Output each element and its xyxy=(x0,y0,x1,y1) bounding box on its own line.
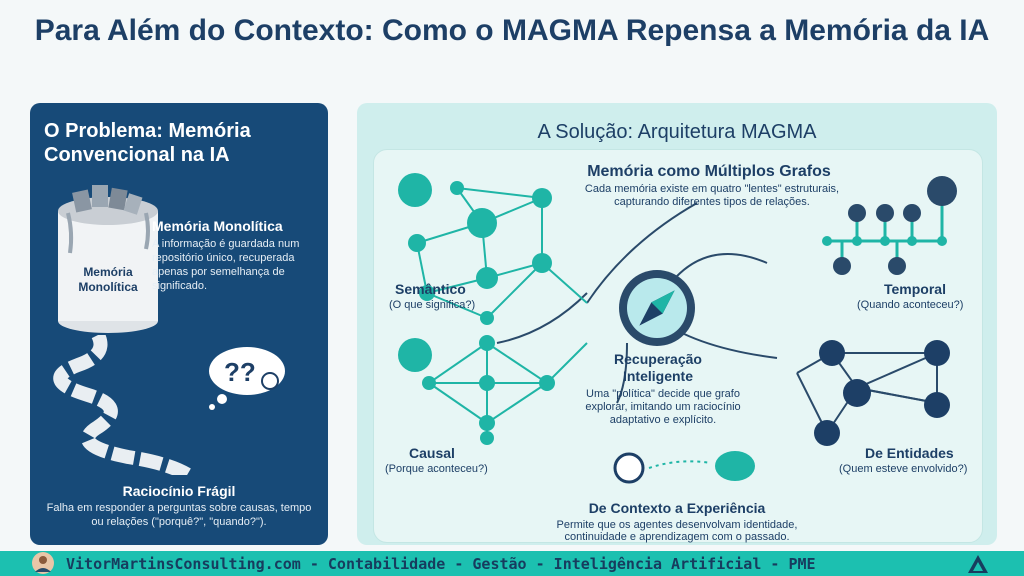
cylinder-label-line1: Memória xyxy=(83,265,133,279)
problem-panel: O Problema: Memória Convencional na IA M… xyxy=(30,103,328,545)
experience-desc-2: continuidade e aprendizagem com o passad… xyxy=(564,531,790,543)
graphs-title: Memória como Múltiplos Grafos xyxy=(587,163,831,180)
retrieval-title-1: Recuperação xyxy=(614,351,702,367)
svg-text:??: ?? xyxy=(224,357,256,387)
temporal-clock-icons xyxy=(833,176,957,275)
retrieval-desc: Uma "política" decide que grafo explorar… xyxy=(573,388,753,427)
graphs-desc-1: Cada memória existe em quatro "lentes" e… xyxy=(584,183,840,195)
monolithic-cylinder-icon xyxy=(58,185,158,333)
graphs-diagram xyxy=(398,173,957,484)
temporal-nodes xyxy=(822,236,947,246)
broken-path-icon xyxy=(53,335,192,475)
solution-heading: A Solução: Arquitetura MAGMA xyxy=(537,121,817,143)
page-title: Para Além do Contexto: Como o MAGMA Repe… xyxy=(34,14,990,47)
solution-panel: A Solução: Arquitetura MAGMA xyxy=(357,103,997,545)
semantic-icon xyxy=(398,173,432,207)
entities-sub: (Quem esteve envolvido?) xyxy=(839,463,968,475)
question-cloud-icon: ?? xyxy=(209,347,285,410)
entity-nodes xyxy=(814,340,950,446)
retrieval-desc-2: explorar, imitando um raciocínio xyxy=(585,401,741,413)
monolithic-title: Memória Monolítica xyxy=(152,218,283,234)
retrieval-desc-3: adaptativo e explícito. xyxy=(609,414,717,426)
entities-title: De Entidades xyxy=(865,445,954,461)
logo-icon xyxy=(968,555,988,573)
brain-icon xyxy=(715,451,755,481)
compass-icon xyxy=(619,270,695,346)
footer-bar: VitorMartinsConsulting.com - Contabilida… xyxy=(0,551,1024,576)
semantic-title: Semântico xyxy=(395,281,466,297)
causal-nodes xyxy=(422,335,555,445)
cylinder-label-line2: Monolítica xyxy=(78,280,138,294)
experience-desc-1: Permite que os agentes desenvolvam ident… xyxy=(556,519,798,531)
agent-face-icon xyxy=(613,452,645,484)
fragile-desc: Falha em responder a perguntas sobre cau… xyxy=(46,502,312,528)
temporal-title: Temporal xyxy=(884,281,946,297)
causal-title: Causal xyxy=(409,445,455,461)
semantic-nodes xyxy=(408,181,552,325)
retrieval-title-2: Inteligente xyxy=(622,368,693,384)
problem-heading: O Problema: Memória Convencional na IA xyxy=(44,120,251,166)
semantic-sub: (O que significa?) xyxy=(389,299,476,311)
footer-text: VitorMartinsConsulting.com - Contabilida… xyxy=(66,555,816,573)
monolithic-desc: A informação é guardada num repositório … xyxy=(152,238,300,292)
graphs-desc-2: capturando diferentes tipos de relações. xyxy=(614,196,810,208)
retrieval-title: Recuperação Inteligente xyxy=(593,351,723,385)
causal-sub: (Porque aconteceu?) xyxy=(385,463,488,475)
avatar xyxy=(32,552,54,574)
causal-graph xyxy=(428,342,588,438)
causal-icon xyxy=(398,338,432,372)
cylinder-label: Memória Monolítica xyxy=(66,265,150,295)
retrieval-desc-1: Uma "política" decide que grafo xyxy=(586,388,740,400)
temporal-sub: (Quando aconteceu?) xyxy=(857,299,964,311)
fragile-title: Raciocínio Frágil xyxy=(122,483,236,499)
experience-title: De Contexto a Experiência xyxy=(588,500,766,516)
